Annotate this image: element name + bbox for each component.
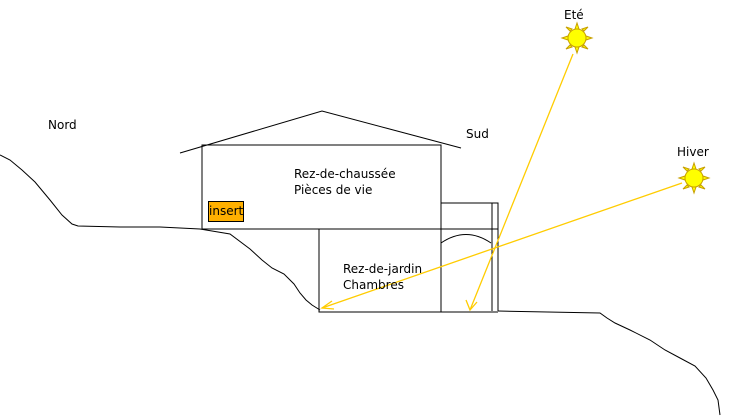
garden-floor-title: Rez-de-jardin	[343, 262, 423, 276]
ground-floor-title: Rez-de-chaussée	[294, 167, 396, 181]
summer-ray	[469, 53, 574, 311]
winter-label: Hiver	[677, 145, 709, 159]
ground-floor-subtitle: Pièces de vie	[294, 183, 373, 197]
summer-label: Eté	[564, 8, 584, 22]
south-label: Sud	[466, 127, 489, 141]
winter-ray	[321, 182, 683, 309]
winter-ray-arrowhead	[320, 300, 335, 310]
summer-sun-icon	[560, 21, 594, 55]
garden-floor	[318, 228, 442, 313]
winter-sun-icon	[677, 161, 711, 195]
summer-ray-arrowhead	[465, 299, 478, 312]
insert-stove: insert	[208, 201, 244, 222]
north-label: Nord	[48, 118, 77, 132]
terrain-right	[497, 310, 721, 416]
arch-window	[440, 234, 492, 244]
extension	[441, 202, 499, 311]
roof	[179, 110, 462, 154]
terrain-left	[0, 154, 321, 311]
garden-floor-subtitle: Chambres	[343, 278, 404, 292]
